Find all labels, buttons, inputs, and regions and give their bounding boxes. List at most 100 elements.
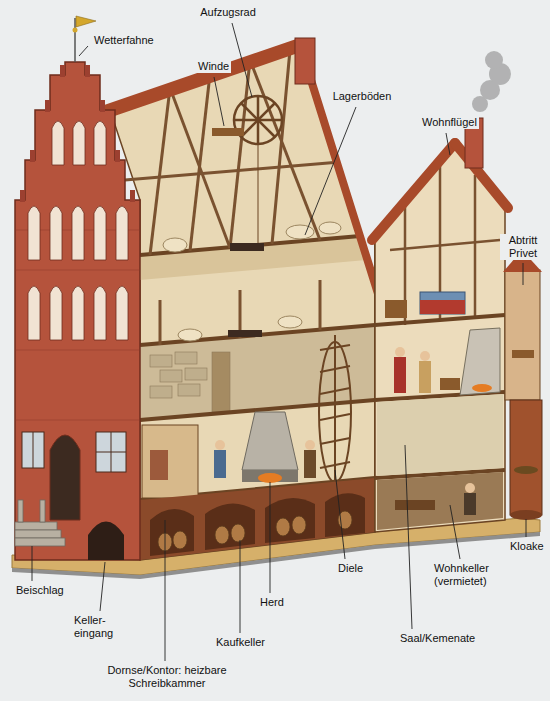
main-house bbox=[163, 222, 341, 341]
gable-facade bbox=[50, 286, 62, 340]
main-house bbox=[212, 128, 244, 136]
residential-wing bbox=[385, 300, 407, 318]
residential-wing bbox=[372, 143, 455, 240]
residential-wing bbox=[372, 51, 511, 532]
part-label: Aufzugsrad bbox=[198, 6, 258, 19]
main-house bbox=[140, 325, 375, 345]
gable-facade bbox=[15, 420, 140, 421]
main-house bbox=[105, 38, 380, 560]
gable-facade bbox=[72, 206, 84, 260]
main-house bbox=[150, 386, 172, 398]
weathervane bbox=[76, 16, 96, 27]
leader-line bbox=[446, 133, 450, 155]
part-label: Dornse/Kontor: heizbare Schreibkammer bbox=[95, 664, 239, 690]
residential-wing bbox=[395, 347, 405, 357]
part-label: Abtritt Privet bbox=[500, 234, 546, 260]
part-label: Beischlag bbox=[14, 584, 66, 597]
leader-line bbox=[100, 562, 105, 611]
main-house bbox=[265, 498, 315, 543]
gable-facade bbox=[18, 500, 23, 522]
gable-facade bbox=[30, 150, 35, 162]
residential-wing bbox=[377, 472, 503, 530]
main-house bbox=[205, 503, 255, 550]
residential-wing bbox=[440, 378, 460, 390]
main-house bbox=[292, 516, 306, 534]
gable-facade bbox=[15, 538, 65, 546]
residential-wing bbox=[375, 315, 505, 325]
main-house bbox=[125, 162, 340, 180]
residential-wing bbox=[394, 347, 460, 393]
gable-facade bbox=[50, 206, 62, 260]
gable-facade bbox=[20, 190, 25, 202]
main-house bbox=[159, 300, 162, 345]
main-house bbox=[278, 316, 302, 328]
residential-wing bbox=[375, 145, 505, 532]
main-house bbox=[140, 236, 360, 255]
residential-wing bbox=[420, 292, 465, 314]
main-house bbox=[150, 450, 168, 480]
part-label: Kloake bbox=[508, 540, 546, 553]
part-label: Wohnflügel bbox=[420, 116, 479, 129]
weathervane bbox=[74, 18, 76, 62]
gable-facade bbox=[45, 100, 50, 112]
part-label: Herd bbox=[258, 596, 286, 609]
privy-cesspit bbox=[514, 466, 538, 474]
part-label: Saal/Kemenate bbox=[398, 632, 477, 645]
gable-facade bbox=[116, 286, 128, 340]
gable-facade bbox=[94, 286, 106, 340]
gable-facade bbox=[15, 270, 140, 271]
main-house bbox=[150, 355, 172, 367]
privy-cesspit bbox=[505, 270, 540, 400]
part-label: Diele bbox=[336, 562, 365, 575]
main-house bbox=[234, 96, 282, 144]
leader-line bbox=[165, 520, 166, 661]
residential-wing bbox=[472, 384, 492, 392]
main-house bbox=[215, 440, 225, 450]
gable-facade bbox=[115, 150, 120, 162]
main-house bbox=[295, 38, 315, 84]
privy-cesspit bbox=[503, 250, 542, 520]
main-house bbox=[258, 473, 282, 483]
part-label: Wohnkeller (vermietet) bbox=[432, 562, 506, 588]
leader-line bbox=[79, 46, 88, 56]
gable-facade bbox=[28, 121, 128, 340]
leader-line bbox=[240, 540, 241, 633]
main-house bbox=[304, 450, 316, 478]
main-house bbox=[325, 493, 365, 537]
residential-wing bbox=[474, 175, 477, 318]
residential-wing bbox=[394, 357, 406, 393]
gable-facade bbox=[15, 62, 140, 560]
main-house bbox=[140, 478, 375, 560]
main-house bbox=[305, 440, 315, 450]
main-house bbox=[214, 450, 226, 478]
leader-line bbox=[305, 107, 356, 235]
main-house bbox=[150, 509, 194, 556]
gable-facade bbox=[40, 500, 45, 522]
leader-line bbox=[232, 23, 252, 97]
main-house bbox=[178, 329, 202, 341]
main-house bbox=[160, 370, 182, 382]
gable-facade bbox=[94, 121, 106, 165]
main-house bbox=[190, 74, 210, 251]
main-house bbox=[150, 88, 170, 255]
residential-wing bbox=[419, 361, 431, 393]
privy-cesspit bbox=[510, 510, 542, 520]
gable-facade bbox=[94, 206, 106, 260]
gable-facade bbox=[96, 452, 126, 453]
residential-wing bbox=[465, 483, 475, 493]
residential-wing bbox=[460, 328, 500, 395]
gable-facade bbox=[20, 65, 135, 202]
main-house bbox=[230, 60, 250, 248]
leader-line bbox=[32, 546, 33, 581]
gable-facade bbox=[28, 286, 40, 340]
leader-line bbox=[405, 445, 412, 629]
main-house bbox=[140, 236, 375, 500]
gable-facade bbox=[52, 121, 64, 165]
residential-wing bbox=[420, 351, 430, 361]
main-house bbox=[242, 470, 298, 482]
main-house bbox=[212, 352, 230, 412]
part-label: Kaufkeller bbox=[214, 636, 267, 649]
leader-line bbox=[450, 505, 460, 559]
